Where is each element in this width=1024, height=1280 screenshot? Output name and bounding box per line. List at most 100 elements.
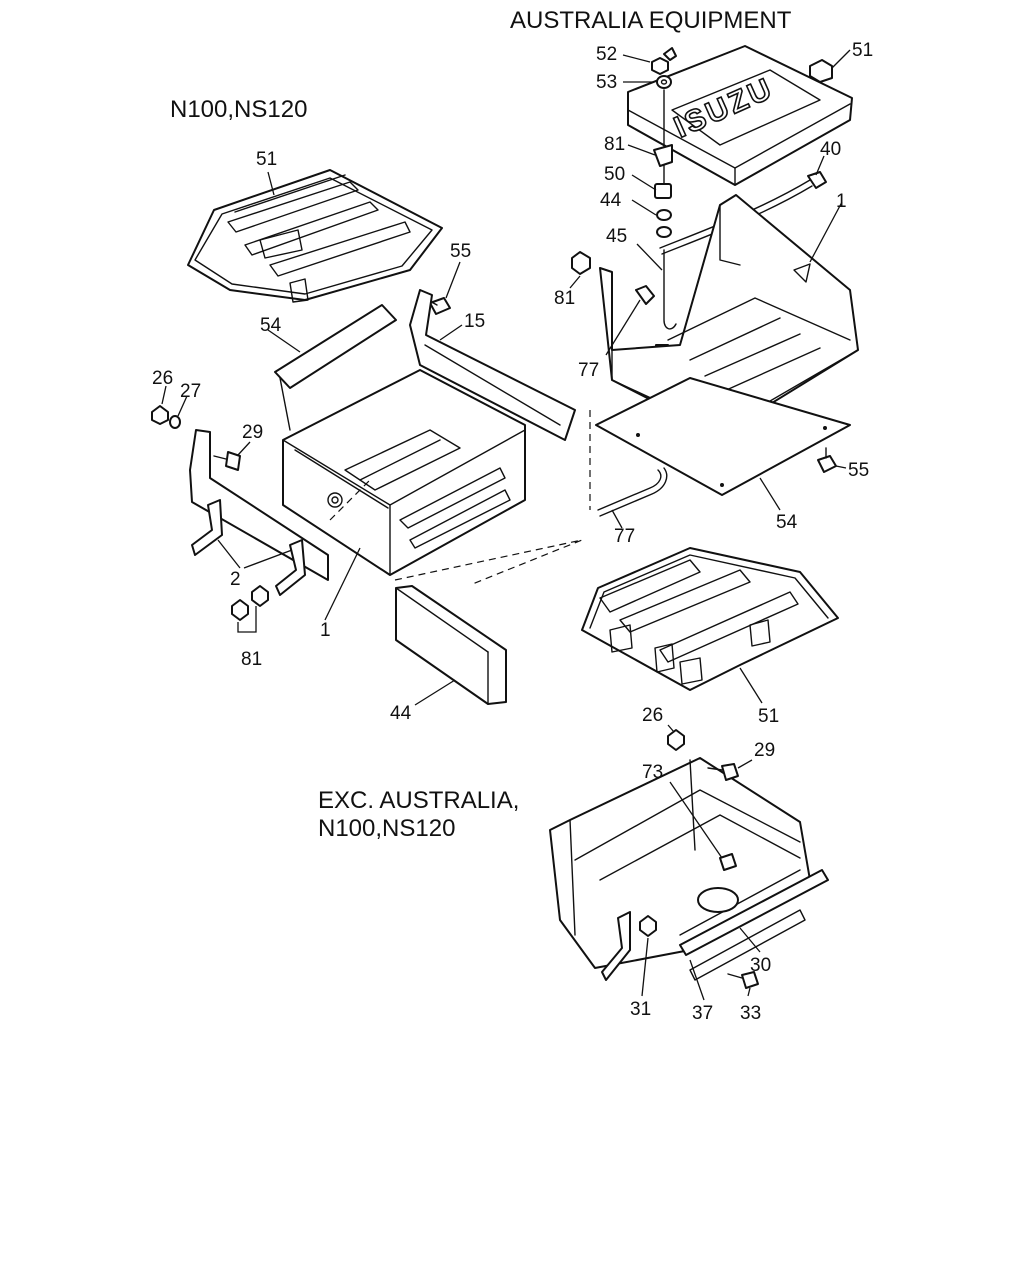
aus-lower-cover-51 xyxy=(581,547,839,691)
exc-nut-26 xyxy=(667,729,685,751)
callout-exc-30: 30 xyxy=(750,955,771,976)
left-side-bracket-2 xyxy=(189,429,329,596)
left-gasket-54 xyxy=(274,304,397,431)
left-battery-box xyxy=(282,369,526,576)
left-plate-44 xyxy=(395,585,507,705)
leader xyxy=(809,201,843,263)
leader xyxy=(267,329,301,353)
leader xyxy=(611,509,623,529)
aus-gasket-54 xyxy=(595,377,851,496)
callout-aus-50: 50 xyxy=(604,164,625,185)
callout-aus-44: 44 xyxy=(600,190,622,211)
exc-bolt-29 xyxy=(707,763,739,781)
leader xyxy=(759,477,781,511)
leader xyxy=(739,667,763,704)
heading-n100-ns120: N100,NS120 xyxy=(170,96,307,123)
leader xyxy=(414,679,456,706)
leader xyxy=(669,781,723,859)
left-nuts-81 xyxy=(231,585,269,621)
aus-wing-nut-52 xyxy=(651,47,677,75)
callout-left-55: 55 xyxy=(450,241,471,262)
leader xyxy=(217,539,241,569)
callout-exc-73: 73 xyxy=(642,762,663,783)
callout-aus-51: 51 xyxy=(852,40,873,61)
leader xyxy=(445,261,461,299)
callout-aus-55: 55 xyxy=(848,460,869,481)
leader xyxy=(324,547,361,621)
exc-battery-tray xyxy=(549,757,811,969)
leader xyxy=(605,299,641,356)
callout-left-1: 1 xyxy=(320,620,331,641)
aus-spacer-50 xyxy=(654,183,672,199)
aus-clamp-81 xyxy=(653,144,673,167)
aus-bolt-55 xyxy=(817,447,837,473)
leader xyxy=(667,724,675,733)
callout-aus-1: 1 xyxy=(836,191,847,212)
callout-left-44: 44 xyxy=(390,703,412,724)
leader xyxy=(267,171,275,196)
callout-left-27: 27 xyxy=(180,381,201,402)
callout-aus-77-b: 77 xyxy=(614,526,635,547)
heading-exc-australia: EXC. AUSTRALIA, xyxy=(318,787,519,814)
exc-nut-31 xyxy=(639,915,657,937)
leader xyxy=(439,324,463,341)
leader xyxy=(177,395,188,417)
callout-aus-77: 77 xyxy=(578,360,599,381)
leader xyxy=(569,275,581,289)
aus-battery-cover: ISUZU xyxy=(627,45,853,186)
callout-exc-33: 33 xyxy=(740,1003,761,1024)
callout-aus-51-b: 51 xyxy=(758,706,779,727)
exc-rail-30 xyxy=(679,869,829,981)
leader xyxy=(737,759,753,769)
dashed-guide xyxy=(394,539,583,586)
callout-left-15: 15 xyxy=(464,311,485,332)
heading-exc-n100-ns120: N100,NS120 xyxy=(318,815,455,842)
callout-aus-81-b: 81 xyxy=(554,288,575,309)
dashed-guide xyxy=(329,479,371,521)
aus-nut-81 xyxy=(571,251,591,275)
callout-aus-81: 81 xyxy=(604,134,625,155)
callout-aus-45: 45 xyxy=(606,226,627,247)
callout-aus-54: 54 xyxy=(776,512,798,533)
callout-aus-53: 53 xyxy=(596,72,617,93)
exc-bolt-73 xyxy=(719,853,737,871)
leader xyxy=(161,385,167,405)
leader xyxy=(631,199,657,216)
leader xyxy=(831,49,851,69)
heading-australia-equipment: AUSTRALIA EQUIPMENT xyxy=(510,7,792,34)
callout-aus-52: 52 xyxy=(596,44,617,65)
leader xyxy=(739,927,761,953)
callout-left-2: 2 xyxy=(230,569,241,590)
leader xyxy=(237,606,257,633)
leader xyxy=(641,937,649,997)
aus-washer-44 xyxy=(656,209,672,238)
leader xyxy=(636,243,663,271)
leader xyxy=(747,987,751,997)
callout-exc-29: 29 xyxy=(754,740,775,761)
left-nut-26 xyxy=(151,405,169,425)
leader xyxy=(689,959,705,1001)
left-battery-cover xyxy=(187,169,443,303)
callout-exc-31: 31 xyxy=(630,999,651,1020)
callout-exc-37: 37 xyxy=(692,1003,713,1024)
exc-bolt-33 xyxy=(727,971,759,989)
aus-j-bolt-77-lower xyxy=(597,467,668,517)
leader xyxy=(835,465,847,469)
callout-left-81: 81 xyxy=(241,649,262,670)
callout-aus-40: 40 xyxy=(820,139,841,160)
aus-washer-53 xyxy=(656,75,672,89)
leader xyxy=(237,441,251,456)
exc-front-bracket xyxy=(601,911,631,981)
left-washer-27 xyxy=(169,415,181,429)
left-bracket-15 xyxy=(409,289,576,441)
leader xyxy=(243,549,293,569)
aus-bolt-77-upper xyxy=(635,285,655,305)
leader xyxy=(627,144,656,156)
left-bolt-29 xyxy=(213,451,241,471)
leader xyxy=(622,54,651,63)
callout-left-54: 54 xyxy=(260,315,282,336)
callout-exc-26: 26 xyxy=(642,705,663,726)
callout-left-26: 26 xyxy=(152,368,173,389)
callout-left-51: 51 xyxy=(256,149,277,170)
